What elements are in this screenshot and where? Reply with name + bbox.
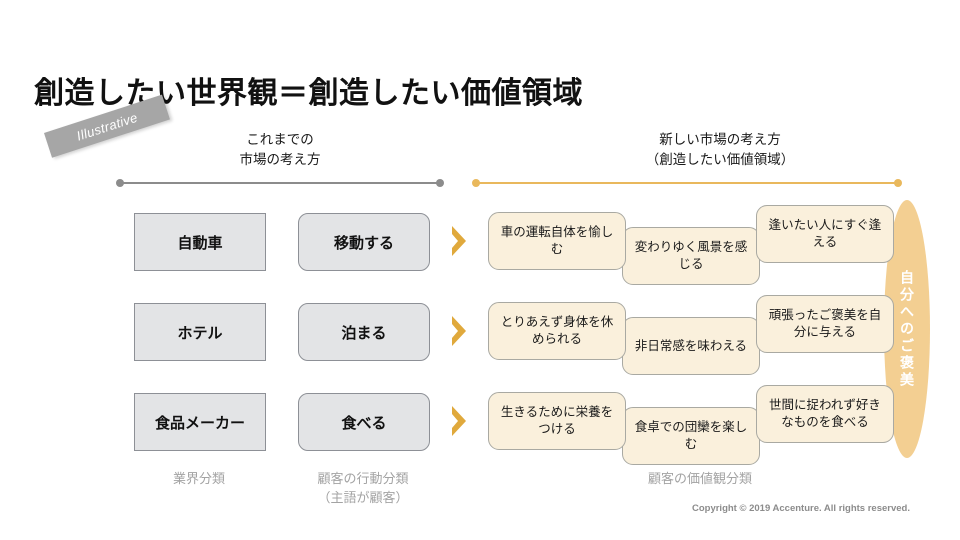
footer-label-action-line2: （主語が顧客） xyxy=(317,489,409,505)
value-card-row1-1: 車の運転自体を愉しむ xyxy=(488,212,626,270)
footer-label-values: 顧客の価値観分類 xyxy=(647,471,752,486)
value-card-row2-3: 頑張ったご褒美を自分に与える xyxy=(756,295,894,353)
right-section-header-line1: 新しい市場の考え方 xyxy=(659,132,781,147)
value-card-row3-3: 世間に捉われず好きなものを食べる xyxy=(756,385,894,443)
chevron-right-icon xyxy=(448,314,470,348)
action-box-row1: 移動する xyxy=(298,213,430,271)
value-card-row1-2: 変わりゆく風景を感じる xyxy=(622,227,760,285)
value-card-row2-2: 非日常感を味わえる xyxy=(622,317,760,375)
right-axis-dot-start xyxy=(472,179,480,187)
action-box-row2: 泊まる xyxy=(298,303,430,361)
footer-label-action-line1: 顧客の行動分類 xyxy=(317,471,409,486)
right-section-header-line2: （創造したい価値領域） xyxy=(645,151,795,167)
industry-box-row3: 食品メーカー xyxy=(134,393,266,451)
right-section-header: 新しい市場の考え方 （創造したい価値領域） xyxy=(600,130,840,169)
value-card-row3-2: 食卓での団欒を楽しむ xyxy=(622,407,760,465)
chevron-right-icon xyxy=(448,224,470,258)
value-card-row2-1: とりあえず身体を休められる xyxy=(488,302,626,360)
page-title: 創造したい世界観＝創造したい価値領域 xyxy=(34,77,583,110)
left-section-header-line1: これまでの xyxy=(246,132,314,147)
chevron-right-icon xyxy=(448,404,470,438)
left-section-header: これまでの 市場の考え方 xyxy=(200,130,360,169)
value-card-row1-3: 逢いたい人にすぐ逢える xyxy=(756,205,894,263)
right-axis-dot-end xyxy=(894,179,902,187)
right-axis-rule xyxy=(476,182,898,184)
left-axis-dot-start xyxy=(116,179,124,187)
industry-box-row2: ホテル xyxy=(134,303,266,361)
left-axis-dot-end xyxy=(436,179,444,187)
left-section-header-line2: 市場の考え方 xyxy=(239,151,321,167)
value-card-row3-1: 生きるために栄養をつける xyxy=(488,392,626,450)
copyright-notice: Copyright © 2019 Accenture. All rights r… xyxy=(691,503,910,514)
footer-label-industry: 業界分類 xyxy=(172,471,225,486)
reward-ellipse-label: 自分へのご褒美 xyxy=(899,269,915,389)
footer-label-action: 顧客の行動分類 （主語が顧客） xyxy=(268,470,458,508)
industry-box-row1: 自動車 xyxy=(134,213,266,271)
action-box-row3: 食べる xyxy=(298,393,430,451)
left-axis-rule xyxy=(120,182,440,184)
